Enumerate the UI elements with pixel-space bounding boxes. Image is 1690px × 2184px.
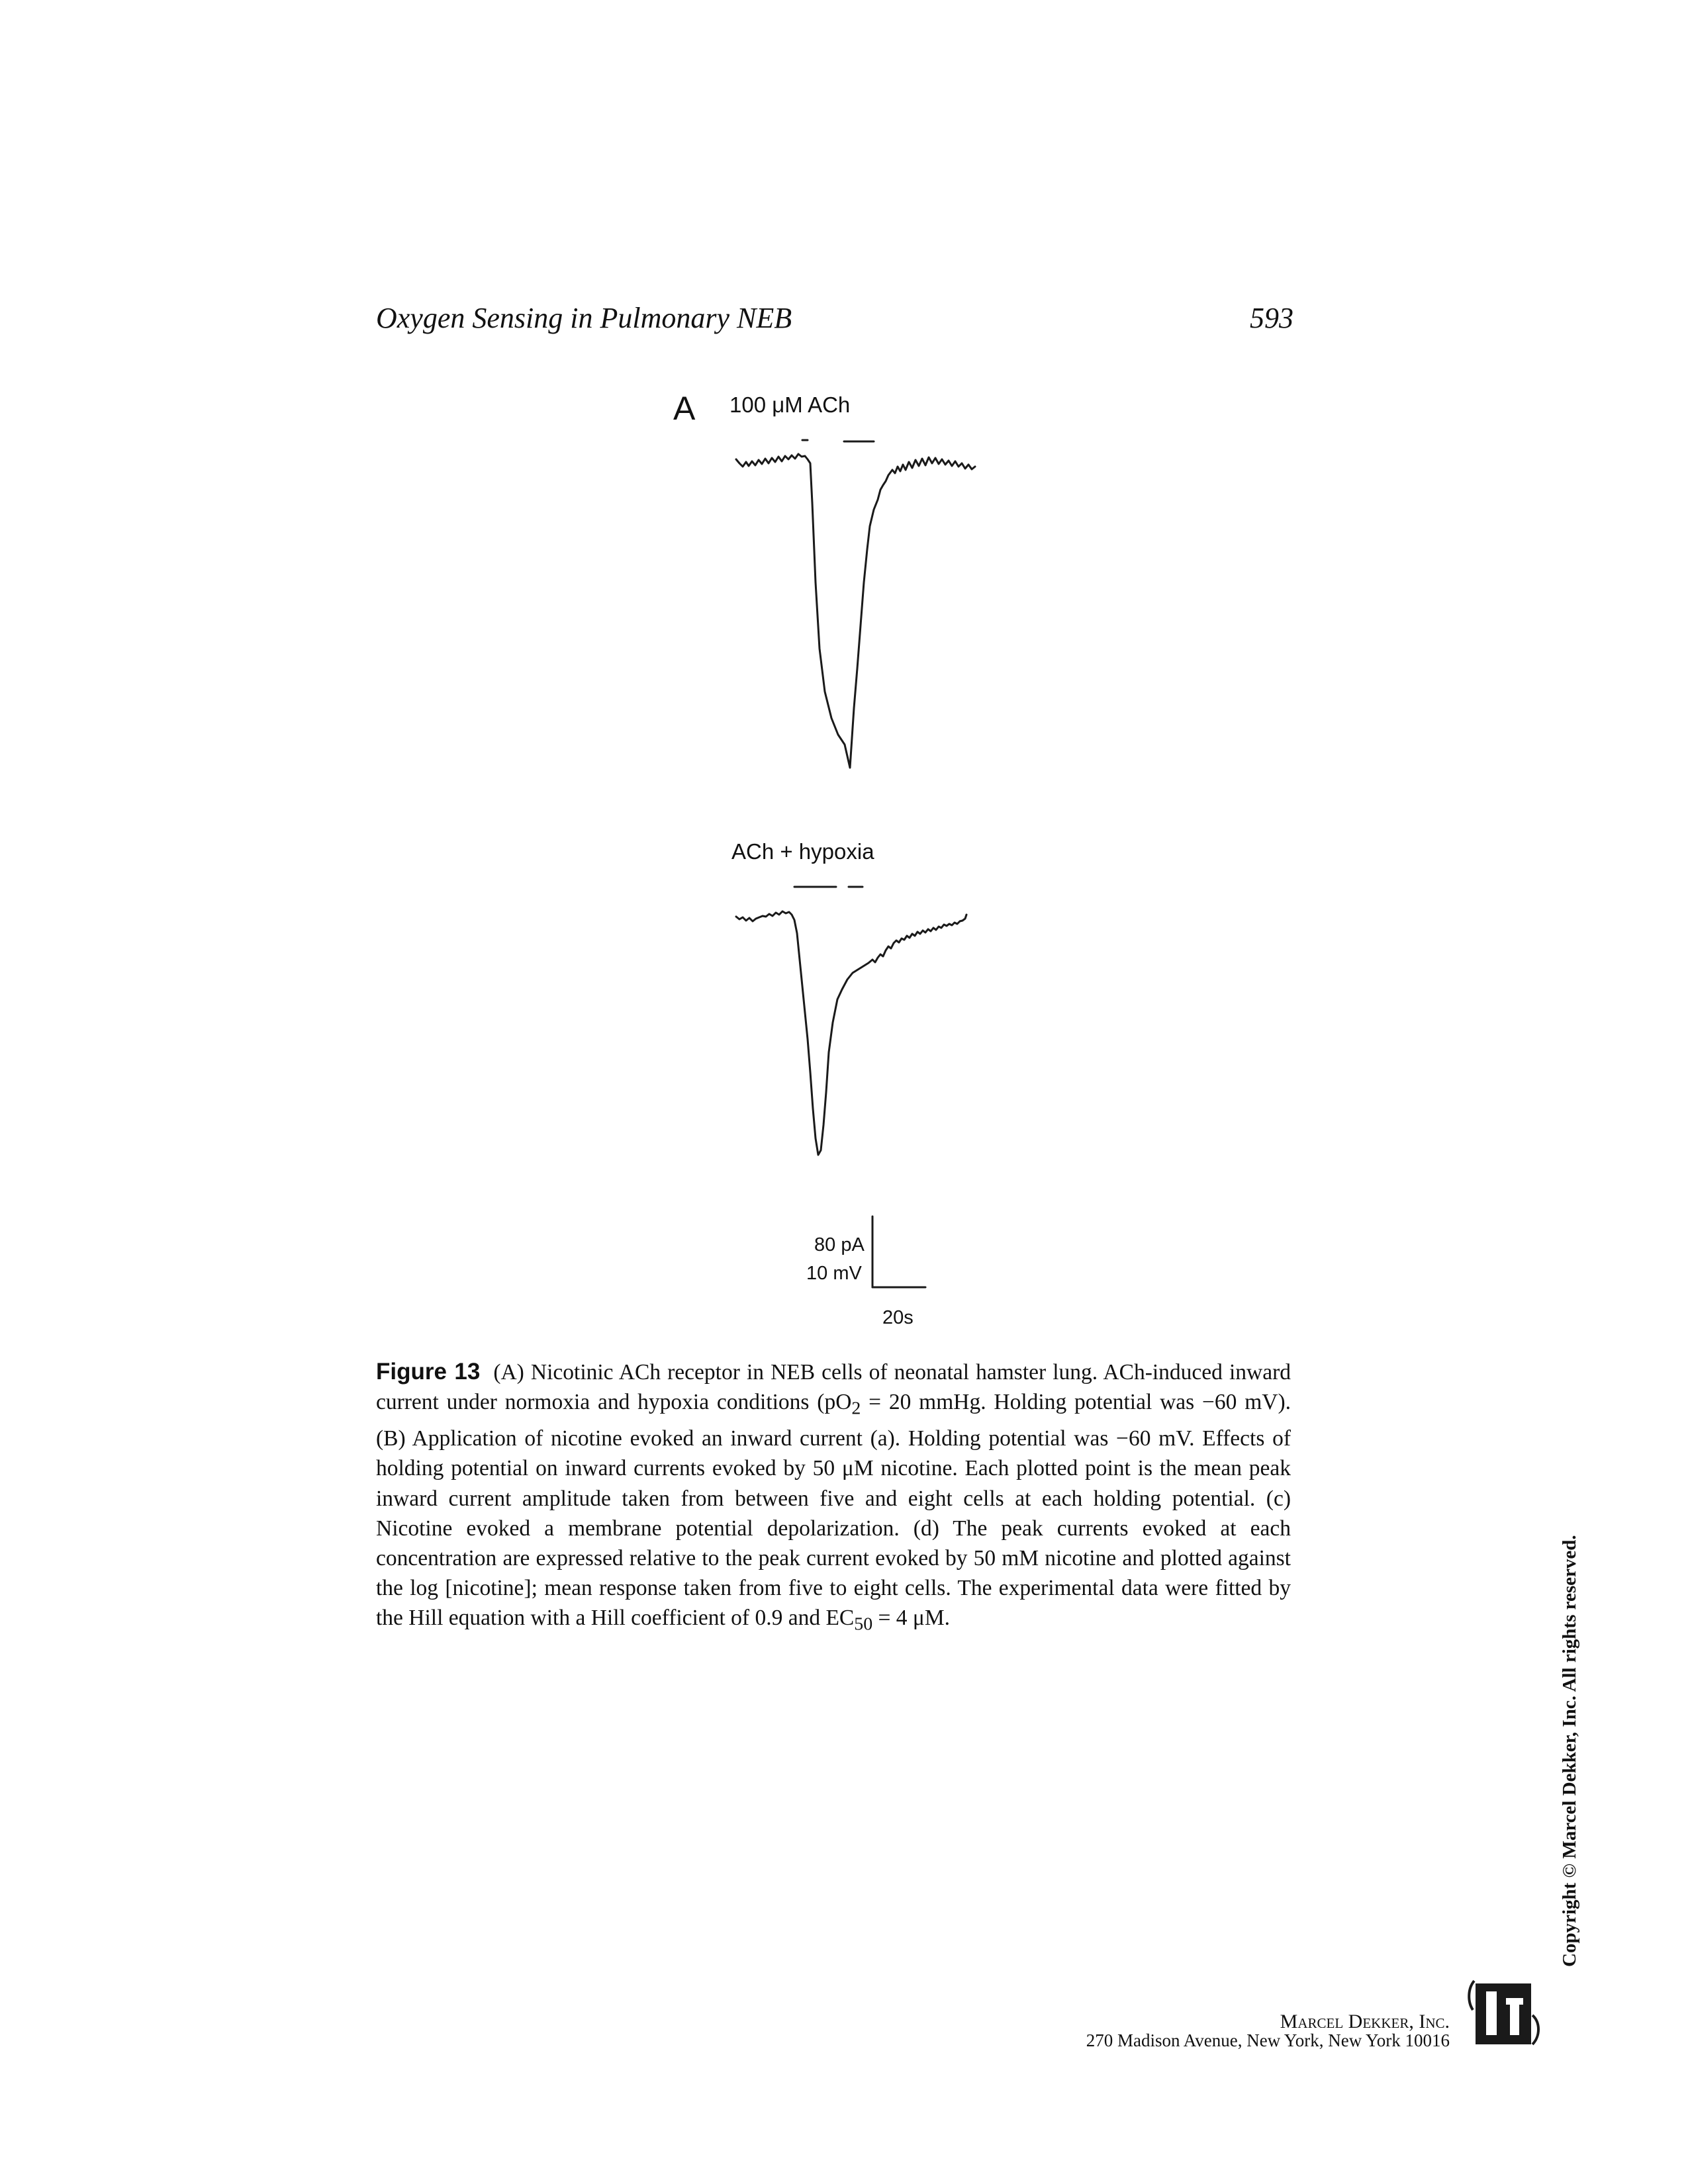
caption-text: = 20 mmHg. Holding potential was −60 mV)… bbox=[376, 1390, 1291, 1631]
publisher-logo-icon bbox=[1468, 1979, 1540, 2046]
copyright-notice: Copyright © Marcel Dekker, Inc. All righ… bbox=[1559, 1535, 1580, 1967]
caption-subscript: 50 bbox=[854, 1614, 873, 1635]
scale-bar-time-label: 20s bbox=[882, 1307, 914, 1328]
current-trace-ach bbox=[735, 453, 976, 769]
publisher-name: Marcel Dekker, Inc. bbox=[1280, 2011, 1450, 2032]
current-trace-ach-hypoxia bbox=[735, 910, 968, 1156]
figure-caption: Figure 13(A) Nicotinic ACh receptor in N… bbox=[376, 1357, 1291, 1639]
trace-label-ach: 100 μM ACh bbox=[729, 392, 851, 417]
caption-text: = 4 μM. bbox=[872, 1606, 951, 1631]
trace-label-ach-hypoxia: ACh + hypoxia bbox=[731, 839, 874, 864]
caption-text: (A) Nicotinic ACh receptor in NEB cells … bbox=[376, 1360, 1291, 1415]
caption-subscript: 2 bbox=[851, 1398, 861, 1419]
page-number: 593 bbox=[1250, 302, 1293, 334]
publisher-address: 270 Madison Avenue, New York, New York 1… bbox=[1086, 2030, 1450, 2050]
running-title: Oxygen Sensing in Pulmonary NEB bbox=[376, 302, 792, 334]
figure-number: Figure 13 bbox=[376, 1359, 481, 1385]
scale-bar-current-label: 80 pA bbox=[814, 1234, 865, 1255]
panel-a-label: A bbox=[673, 390, 696, 427]
scale-bar-voltage-label: 10 mV bbox=[806, 1263, 862, 1284]
